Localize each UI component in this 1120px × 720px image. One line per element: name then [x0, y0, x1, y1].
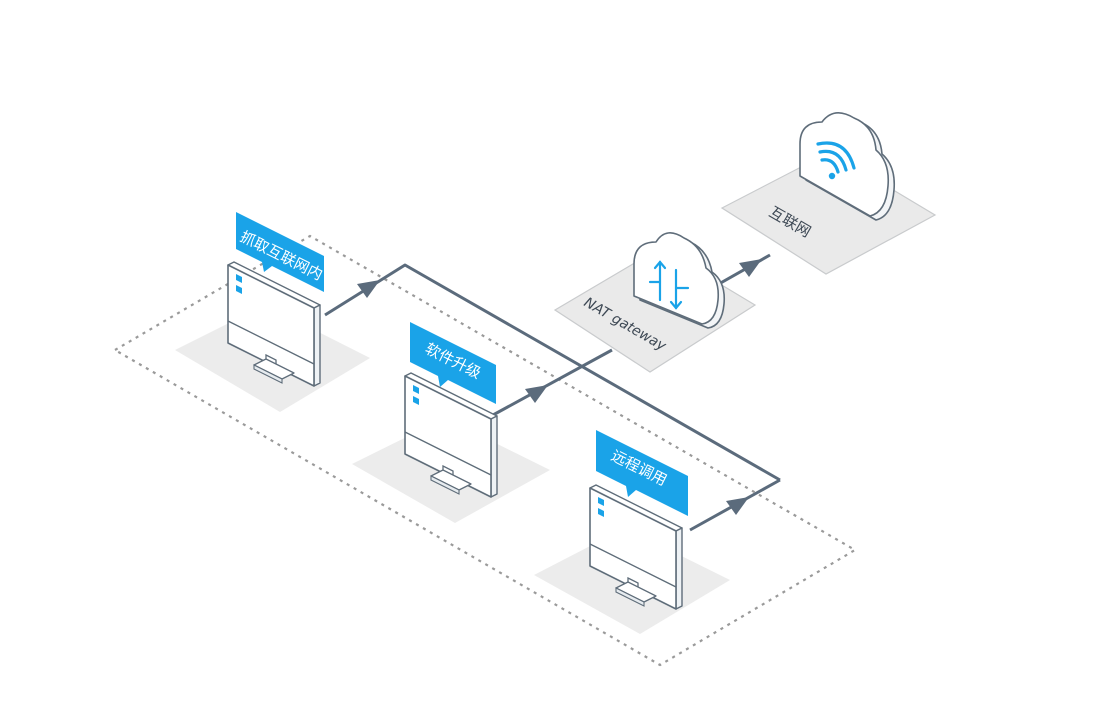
arrow-head-1 [357, 280, 380, 298]
arrow-head-4 [739, 259, 762, 277]
nat-icon [648, 260, 690, 310]
wifi-icon [816, 141, 856, 180]
line-server1-route [324, 263, 781, 482]
server-2: 软件升级 [404, 322, 498, 498]
line-server2-nat [492, 348, 613, 417]
arrow-head-2 [525, 385, 548, 403]
internet-platform [720, 151, 937, 275]
server-2-label-tag: 软件升级 [410, 322, 496, 404]
arrow-head-3 [726, 497, 749, 515]
arrow-heads [357, 259, 762, 515]
nat-cloud [633, 232, 726, 329]
